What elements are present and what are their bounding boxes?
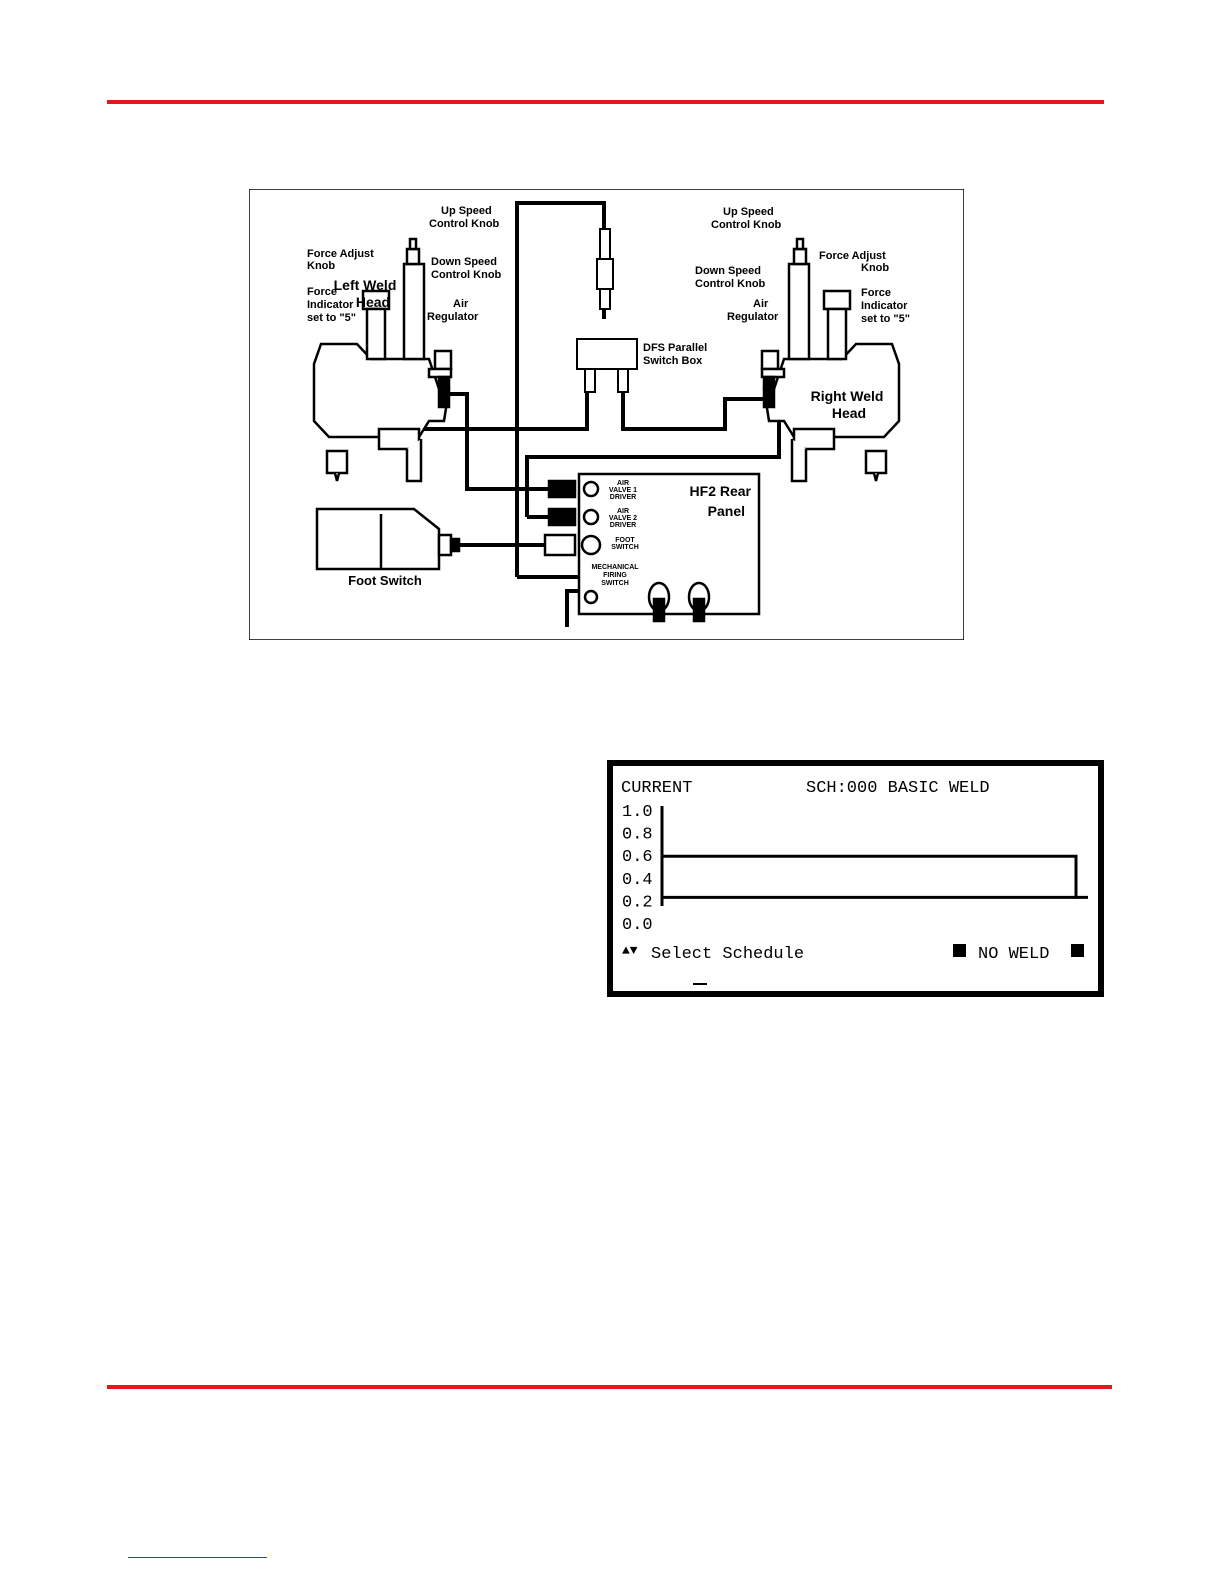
left-force-indicator-2: Indicator [307,299,354,311]
left-force-adjust-2: Knob [307,260,335,272]
right-force-indicator-2: Indicator [861,300,908,312]
lcd-y-tick-label: 1.0 [622,803,653,822]
lcd-status-block-right [1071,944,1084,957]
cables [339,201,781,627]
lcd-y-tick-label: 0.8 [622,826,653,845]
lcd-y-tick-label: 0.0 [622,916,653,935]
port-valve1-2: VALVE 1 [609,487,637,494]
left-force-indicator-1: Force [307,286,337,298]
port-foot-2: SWITCH [611,544,639,551]
left-weld-head [312,237,453,483]
weld-head-wiring-diagram: Left Weld Head Up Speed Control Knob For… [249,189,964,640]
top-red-rule [107,100,1104,104]
right-down-speed-2: Control Knob [695,278,766,290]
port-mech-2: FIRING [603,572,627,579]
right-force-indicator-3: set to "5" [861,313,910,325]
lcd-header-left: CURRENT [621,779,692,798]
lcd-header-right: SCH:000 BASIC WELD [806,779,990,798]
port-valve2-3: DRIVER [610,522,636,529]
lcd-status-no-weld: NO WELD [978,945,1049,964]
switch-box-label-1: DFS Parallel [643,342,707,354]
footer-link-underline[interactable] [128,1557,267,1558]
right-up-speed-2: Control Knob [711,219,782,231]
lcd-y-tick-label: 0.6 [622,848,653,867]
right-air-regulator-2: Regulator [727,311,779,323]
right-head-name-2: Head [832,405,866,421]
foot-switch-label: Foot Switch [348,573,422,588]
right-down-speed-1: Down Speed [695,265,761,277]
left-up-speed-1: Up Speed [441,205,492,217]
port-foot-1: FOOT [615,537,635,544]
left-air-regulator-1: Air [453,298,469,310]
left-head-name-1: Left Weld [334,277,397,293]
left-force-adjust-1: Force Adjust [307,248,374,260]
port-valve2-2: VALVE 2 [609,515,637,522]
port-valve2-1: AIR [617,508,629,515]
left-down-speed-2: Control Knob [431,269,502,281]
port-mech-1: MECHANICAL [591,564,639,571]
right-force-adjust-2: Knob [861,262,889,274]
foot-switch-pedal [315,507,461,571]
lcd-arrows-icon: ▲▼ [622,943,638,958]
left-up-speed-2: Control Knob [429,218,500,230]
right-force-indicator-1: Force [861,287,891,299]
hf2-rear-panel [543,472,761,623]
lcd-y-axis-ticks: 1.0 0.8 0.6 0.4 0.2 0.0 [622,803,653,935]
lcd-select-schedule: Select Schedule [651,945,804,964]
rear-panel-label-2: Panel [708,503,745,519]
left-force-indicator-3: set to "5" [307,312,356,324]
right-air-regulator-1: Air [753,298,769,310]
rear-panel-label-1: HF2 Rear [690,483,752,499]
switch-box-label-2: Switch Box [643,355,703,367]
lcd-schedule-screen: CURRENT SCH:000 BASIC WELD 1.0 0.8 0.6 0.4 0… [607,760,1104,997]
bottom-red-rule [107,1385,1112,1389]
left-air-regulator-2: Regulator [427,311,479,323]
port-valve1-1: AIR [617,480,629,487]
port-mech-3: SWITCH [601,580,629,587]
dfs-switch-box [576,338,638,370]
right-force-adjust-1: Force Adjust [819,250,886,262]
lcd-current-waveform [662,854,1088,899]
lcd-y-tick-label: 0.4 [622,871,653,890]
left-down-speed-1: Down Speed [431,256,497,268]
right-weld-head [760,237,901,483]
right-head-name-1: Right Weld [811,388,884,404]
switch-box-connectors [584,228,629,393]
lcd-y-tick-label: 0.2 [622,893,653,912]
lcd-status-block-left [953,944,966,957]
left-head-name-2: Head [356,294,390,310]
right-up-speed-1: Up Speed [723,206,774,218]
port-valve1-3: DRIVER [610,494,636,501]
